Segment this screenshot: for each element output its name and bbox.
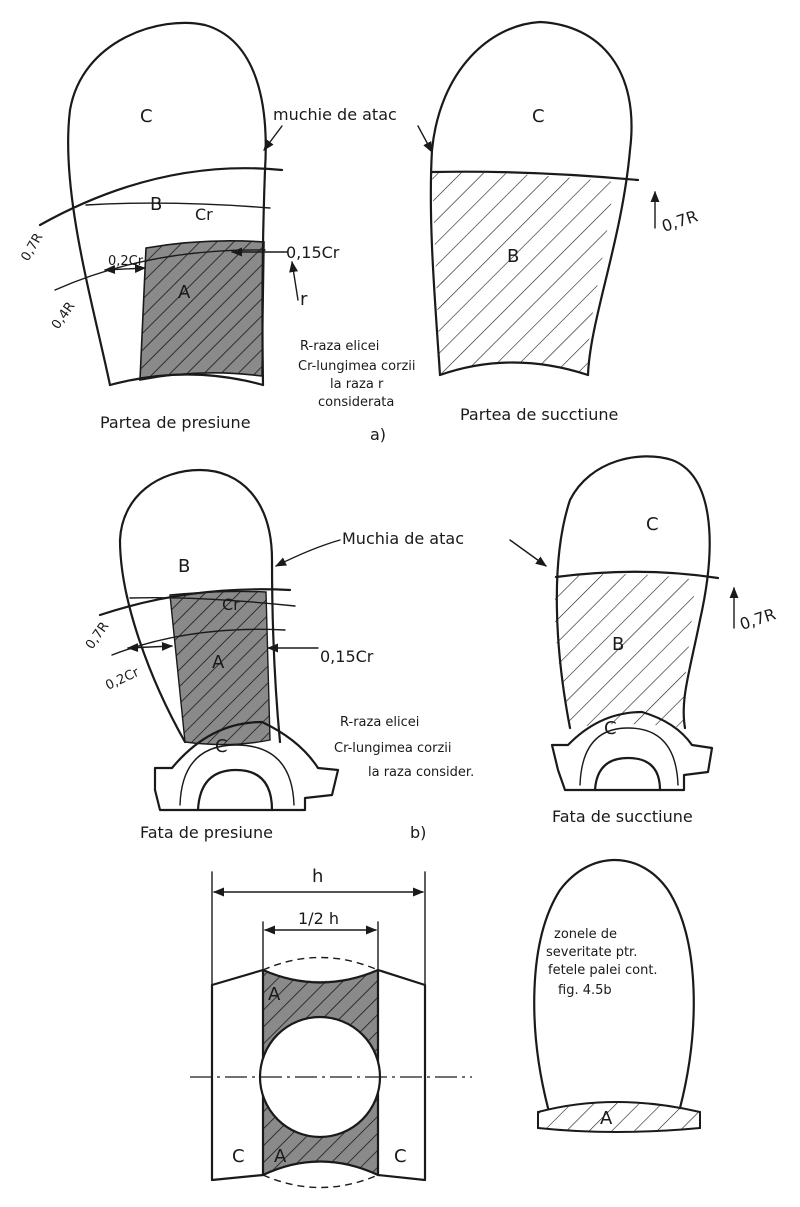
zone-c-label: C — [215, 736, 228, 757]
dim-0-7r-label: 0,7R — [737, 604, 778, 633]
leader-right — [417, 125, 433, 153]
dim-0-15cr-label: 0,15Cr — [286, 243, 340, 262]
line-07r — [430, 170, 640, 182]
panel-a-suction-blade: C B 0,7R Partea de succtiune — [429, 20, 700, 424]
panel-b-pressure-blade: B Cr A C 0,7R 0,2Cr 0,15Cr Fata de presi… — [83, 468, 374, 842]
blade-outline — [533, 859, 695, 1110]
panel-b-leading-edge-callout: Muchia de atac — [274, 529, 547, 567]
zone-a-bottom-label: A — [274, 1146, 287, 1167]
legend-line-1: R-raza elicei — [340, 715, 419, 730]
leader-right — [509, 539, 547, 567]
hub-flange — [153, 720, 340, 812]
dim-0-2cr-label: 0,2Cr — [108, 254, 144, 269]
dim-h-label: h — [312, 866, 323, 887]
top-concave — [261, 968, 380, 984]
zone-a-lower-shading — [263, 1085, 378, 1175]
legend-line-4: considerata — [318, 395, 394, 410]
dim-half-h-label: 1/2 h — [298, 909, 339, 928]
blade-outline — [555, 455, 711, 730]
line-chord — [85, 202, 271, 209]
caption-pressure: Partea de presiune — [100, 413, 251, 432]
leader-left — [263, 125, 283, 151]
legend-line-3: la raza r — [330, 377, 384, 392]
zone-b-label: B — [612, 634, 624, 655]
panel-c-blade: A zonele de severitate ptr. fetele palei… — [533, 859, 701, 1133]
chord-label: Cr — [222, 595, 240, 614]
panel-b-suction-blade: C B C 0,7R Fata de succtiune — [550, 455, 778, 826]
zone-a-top-label: A — [268, 984, 281, 1005]
legend-line-2: Cr-lungimea corzii — [334, 741, 452, 756]
zone-b-label: B — [150, 194, 162, 215]
zone-c-label: C — [532, 106, 545, 127]
zone-c-label: C — [140, 106, 153, 127]
zone-a-label: A — [178, 282, 191, 303]
top-dashed — [262, 956, 379, 971]
line-extra — [129, 596, 296, 607]
hub-flange — [550, 710, 714, 792]
line-07r — [98, 588, 292, 617]
zone-b-label: B — [178, 556, 190, 577]
bottom-concave — [261, 1160, 380, 1177]
zone-a-shading — [139, 240, 265, 381]
bottom-dashed — [262, 1174, 379, 1189]
hub-ring — [579, 727, 679, 786]
line-07r — [554, 570, 720, 580]
radius-label: r — [300, 289, 308, 310]
root-band — [537, 1101, 701, 1133]
note-line-3: fetele palei cont. — [548, 963, 658, 978]
panel-c-hub-section: h 1/2 h A A C C — [190, 866, 472, 1189]
dim-0-2cr-label: 0,2Cr — [103, 665, 142, 694]
caption-pressure: Fata de presiune — [140, 823, 273, 842]
root-arc — [108, 373, 265, 387]
leader-left — [274, 539, 341, 567]
legend-line-3: la raza consider. — [368, 765, 474, 780]
leading-edge-label: muchie de atac — [273, 105, 397, 124]
zone-c-right-label: C — [394, 1146, 407, 1167]
panel-a-tag: a) — [370, 425, 386, 444]
dim-0-4r-label: 0,4R — [49, 299, 78, 332]
legend-line-1: R-raza elicei — [300, 339, 379, 354]
note-line-1: zonele de — [554, 927, 617, 942]
dim-0-7r-label: 0,7R — [659, 206, 700, 235]
dim-0-2cr-line — [103, 264, 147, 274]
hub-ring — [179, 744, 295, 806]
zone-b-hatch — [432, 172, 614, 375]
zone-hub-label: C — [604, 718, 617, 739]
panel-a-pressure-blade: C B Cr A 0,7R 0,4R 0,2Cr 0,15Cr r Partea… — [18, 21, 340, 432]
zone-b-hatch — [554, 574, 695, 728]
note-line-4: fig. 4.5b — [558, 983, 612, 998]
blade-outline — [118, 468, 282, 744]
blade-outline — [429, 20, 633, 377]
root-arc — [438, 361, 590, 377]
zone-a-label: A — [212, 652, 225, 673]
dim-0-15cr-label: 0,15Cr — [320, 647, 374, 666]
line-07r — [38, 167, 284, 227]
chord-label: Cr — [195, 205, 213, 224]
zone-c-left-label: C — [232, 1146, 245, 1167]
panel-a-leading-edge-callout: muchie de atac — [263, 105, 433, 153]
dim-r-line — [289, 260, 299, 301]
caption-suction: Partea de succtiune — [460, 405, 618, 424]
panel-b-legend: R-raza elicei Cr-lungimea corzii la raza… — [334, 715, 474, 842]
note-line-2: severitate ptr. — [546, 945, 637, 960]
hub-bore — [593, 756, 662, 792]
hub-bore — [196, 768, 274, 812]
section-outline — [210, 968, 427, 1182]
dim-0-7r-label: 0,7R — [83, 619, 112, 652]
dim-0-7r-label: 0,7R — [18, 231, 46, 264]
zone-a-upper-shading — [263, 970, 378, 1085]
caption-suction: Fata de succtiune — [552, 807, 693, 826]
panel-b-tag: b) — [410, 823, 426, 842]
panel-a-legend: R-raza elicei Cr-lungimea corzii la raza… — [298, 339, 416, 444]
dim-0-2cr-line — [126, 641, 174, 653]
zone-b-label: B — [507, 246, 519, 267]
legend-line-2: Cr-lungimea corzii — [298, 359, 416, 374]
leading-edge-label: Muchia de atac — [342, 529, 464, 548]
zone-c-label: C — [646, 514, 659, 535]
blade-outline — [67, 21, 267, 387]
blade-zone-a-label: A — [600, 1108, 613, 1129]
